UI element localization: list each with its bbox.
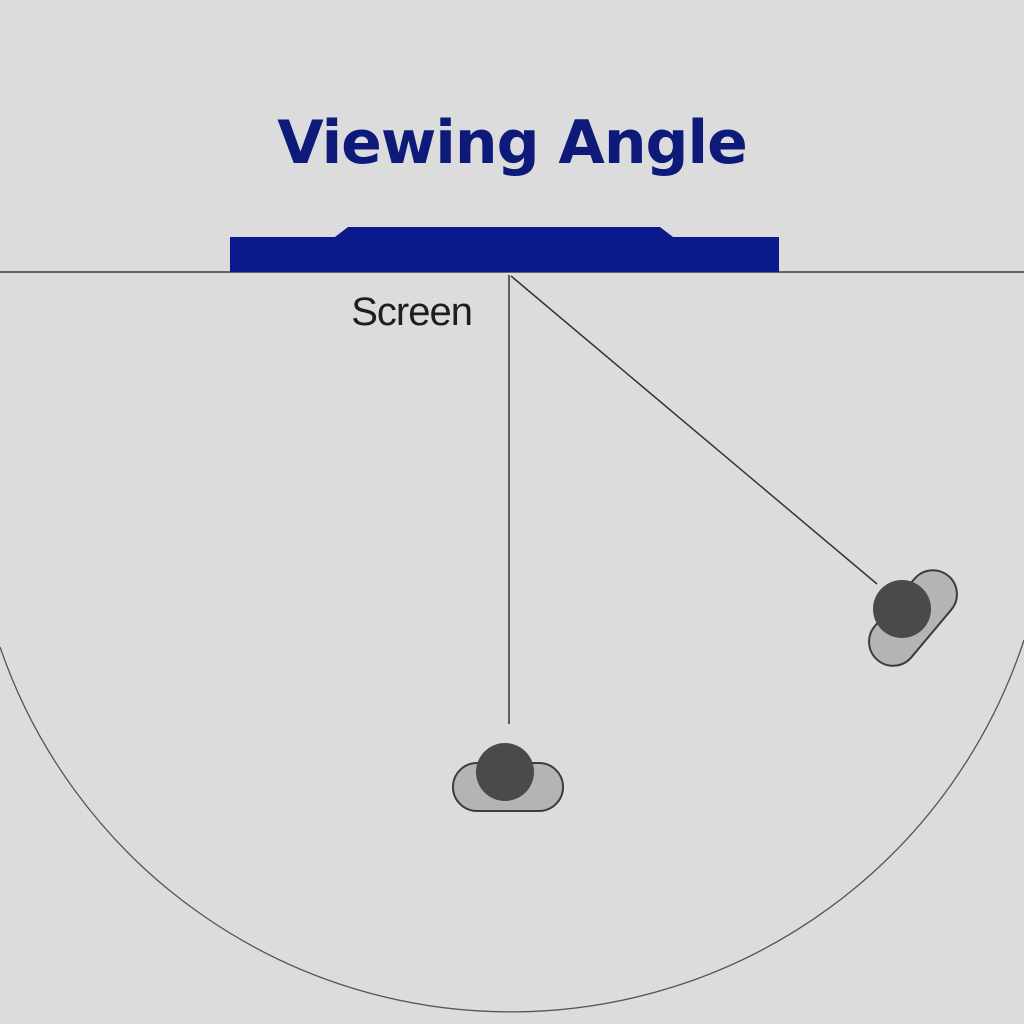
viewer-side-head: [873, 580, 931, 638]
viewer-front-icon: [452, 743, 564, 812]
viewer-front-head: [476, 743, 534, 801]
screen-label: Screen: [351, 290, 472, 334]
screen-shape: [230, 227, 779, 272]
viewing-arc: [0, 639, 1024, 1013]
diagram-title: Viewing Angle: [277, 108, 747, 178]
sight-line-side: [510, 275, 878, 585]
viewer-side-icon: [868, 569, 958, 667]
